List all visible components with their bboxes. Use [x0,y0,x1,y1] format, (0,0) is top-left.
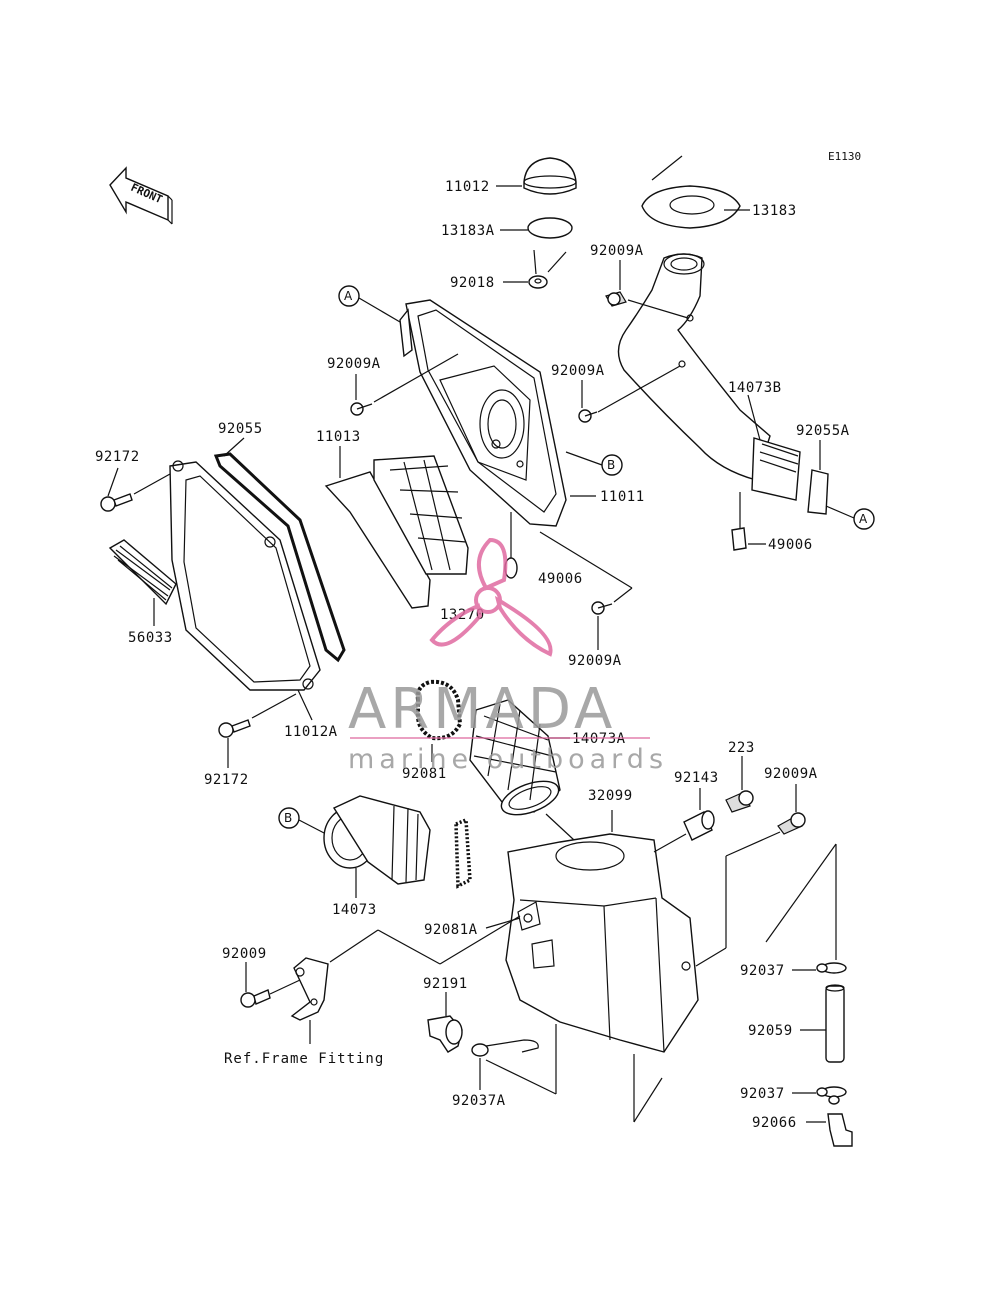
label-13183A: 13183A [441,223,495,239]
label-11011: 11011 [600,489,645,505]
bolt-92009 [240,989,271,1008]
bracket-frame-fitting [290,957,329,1021]
label-11013: 11013 [316,429,361,445]
housing-11011 [399,299,567,527]
front-arrow-icon: FRONT [109,166,173,225]
label-92009A-top: 92009A [590,243,644,259]
screw-92172-bottom [218,719,251,738]
ref-frame-fitting-label: Ref.Frame Fitting [224,1051,384,1067]
label-92009A-mid: 92009A [551,363,605,379]
label-92172-top: 92172 [95,449,140,465]
plug-92066 [827,1113,853,1147]
screw-92172-top [100,493,133,512]
svg-text:A: A [859,512,868,526]
label-plate-56033 [108,539,177,606]
label-92009: 92009 [222,946,267,962]
label-49006-right: 49006 [768,537,813,553]
svg-text:A: A [344,289,353,303]
bolt-92009A-mid [578,409,598,423]
cap-11012 [523,157,577,195]
boot-14073 [323,795,431,885]
grommet-92018 [528,275,548,289]
label-92172-bottom: 92172 [204,772,249,788]
collar-92143 [683,810,715,841]
fitting-49006-right [731,527,747,551]
bolt-92009A-right [777,812,806,835]
label-223: 223 [728,740,755,756]
label-92009A-right: 92009A [764,766,818,782]
label-49006-mid: 49006 [538,571,583,587]
label-92009A-left: 92009A [327,356,381,372]
label-14073: 14073 [332,902,377,918]
label-92055: 92055 [218,421,263,437]
filter-11013 [324,455,469,609]
label-92081A: 92081A [424,922,478,938]
label-92037-bottom: 92037 [740,1086,785,1102]
label-92059: 92059 [748,1023,793,1039]
label-92009A-lower: 92009A [568,653,622,669]
clamp-92037A [471,1039,539,1057]
label-14073B: 14073B [728,380,782,396]
label-14073A: 14073A [572,731,626,747]
label-13183: 13183 [752,203,797,219]
svg-text:B: B [284,811,292,825]
gasket-92055 [213,452,346,663]
diagram-code: E1130 [828,150,861,163]
callout-A-left: A [338,285,360,307]
label-56033: 56033 [128,630,173,646]
clamp-92037-top [816,962,847,974]
propeller-logo-icon [429,537,553,657]
tube-92059 [825,984,845,1063]
clamp-92037-bottom [816,1086,847,1105]
callout-B-housing: B [601,454,623,476]
bolt-92009A-left [350,402,373,416]
label-11012: 11012 [445,179,490,195]
label-92081: 92081 [402,766,447,782]
spring-92081A [454,817,472,889]
callout-A-right: A [853,508,875,530]
bolt-92009A-lower [591,601,613,615]
label-92143: 92143 [674,770,719,786]
svg-text:B: B [607,458,615,472]
elbow-92191 [427,1015,463,1053]
label-92037-top: 92037 [740,963,785,979]
watermark-title: ARMADA [348,677,616,742]
label-92055A: 92055A [796,423,850,439]
label-92066: 92066 [752,1115,797,1131]
bolt-223 [725,790,754,813]
cover-11012A [169,460,321,691]
seal-92055A [807,469,829,515]
seal-13183A [527,217,573,239]
label-11012A: 11012A [284,724,338,740]
watermark: ARMADA marine outboards [348,537,668,775]
plate-13183 [641,185,741,229]
boot-14073A [469,699,561,816]
callout-B-lower: B [278,807,300,829]
label-92191: 92191 [423,976,468,992]
bolt-92009A-top [605,291,627,307]
watermark-subtitle: marine outboards [348,744,668,775]
label-32099: 32099 [588,788,633,804]
label-92018: 92018 [450,275,495,291]
label-92037A: 92037A [452,1093,506,1109]
spring-92081 [415,679,463,741]
box-32099 [505,833,699,1053]
duct-14073B [617,253,801,501]
